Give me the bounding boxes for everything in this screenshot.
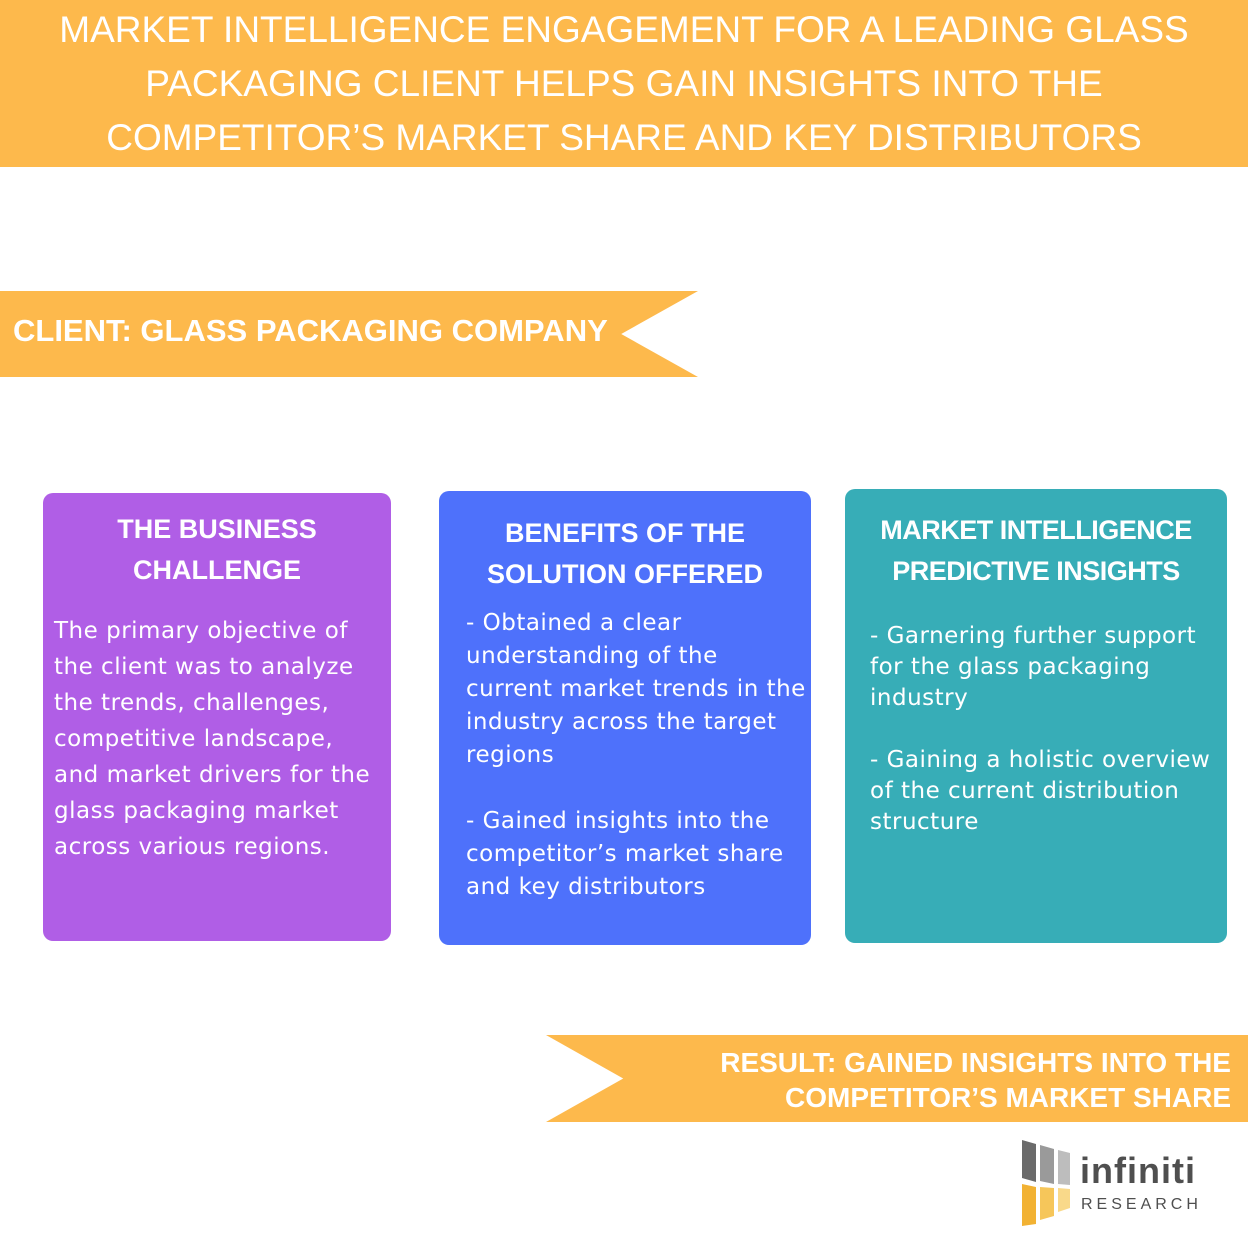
client-label: CLIENT: GLASS PACKAGING COMPANY	[13, 313, 608, 348]
header-banner: MARKET INTELLIGENCE ENGAGEMENT FOR A LEA…	[0, 0, 1248, 167]
predictive-insights-title: MARKET INTELLIGENCE PREDICTIVE INSIGHTS	[880, 515, 1192, 586]
result-label: RESULT: GAINED INSIGHTS INTO THE COMPETI…	[720, 1047, 1231, 1113]
client-banner: CLIENT: GLASS PACKAGING COMPANY	[0, 291, 698, 377]
logo-subtext: RESEARCH	[1081, 1196, 1202, 1213]
benefits-card: BENEFITS OF THE SOLUTION OFFERED - Obtai…	[439, 491, 811, 945]
result-banner: RESULT: GAINED INSIGHTS INTO THE COMPETI…	[546, 1035, 1248, 1122]
logo-wordmark: infiniti	[1080, 1150, 1196, 1191]
predictive-insights-card: MARKET INTELLIGENCE PREDICTIVE INSIGHTS …	[845, 489, 1227, 943]
business-challenge-body: The primary objective of the client was …	[54, 618, 371, 860]
predictive-insights-body: - Garnering further support for the glas…	[870, 623, 1211, 835]
benefits-body: - Obtained a clear understanding of the …	[466, 610, 806, 900]
page-title: MARKET INTELLIGENCE ENGAGEMENT FOR A LEA…	[59, 8, 1189, 158]
logo-mark-icon	[1022, 1140, 1070, 1226]
infiniti-research-logo: infiniti RESEARCH	[1018, 1136, 1218, 1232]
benefits-title: BENEFITS OF THE SOLUTION OFFERED	[487, 518, 763, 589]
business-challenge-title: THE BUSINESS CHALLENGE	[117, 514, 317, 585]
business-challenge-card: THE BUSINESS CHALLENGE The primary objec…	[43, 493, 391, 941]
